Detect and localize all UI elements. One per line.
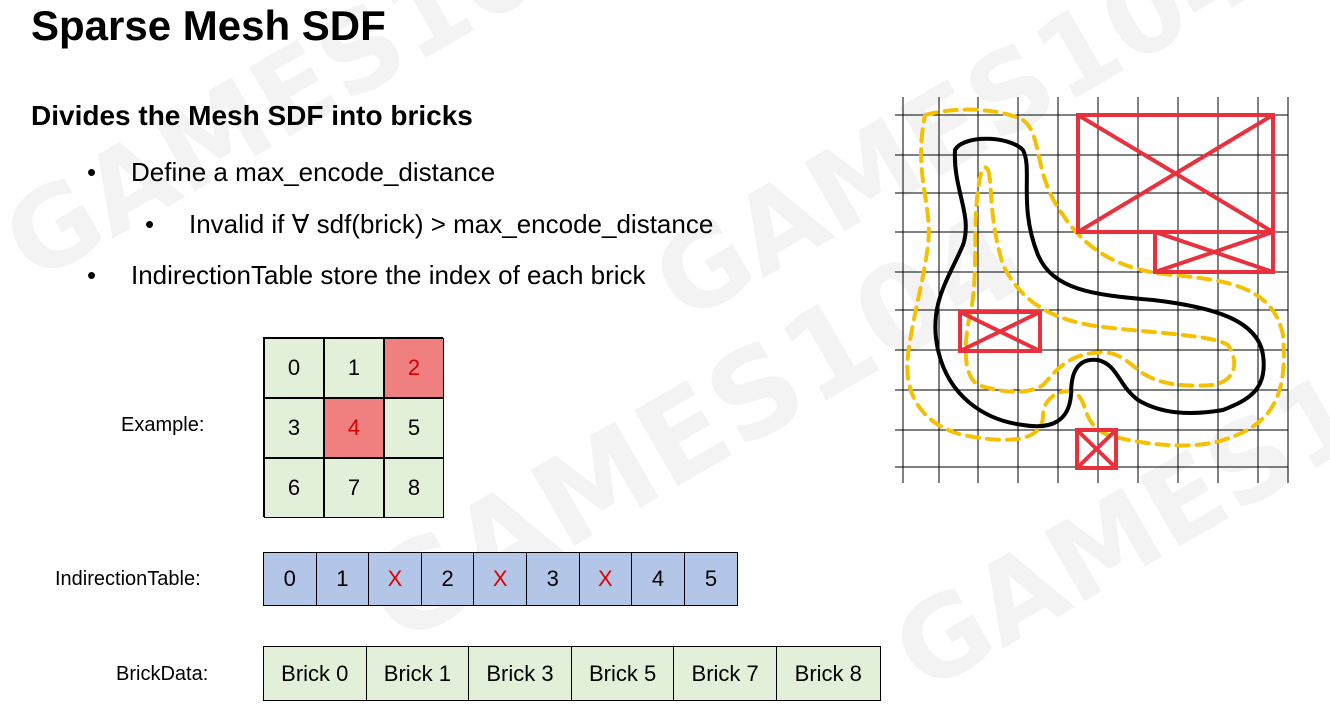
slide-title: Sparse Mesh SDF bbox=[31, 2, 386, 49]
indirection-cell: 2 bbox=[421, 553, 475, 605]
example-cell: 1 bbox=[324, 338, 384, 398]
indirection-cell-invalid: X bbox=[369, 553, 422, 605]
example-label: Example: bbox=[121, 414, 205, 436]
example-cell: 7 bbox=[324, 458, 384, 518]
invalid-brick-box bbox=[958, 310, 1042, 353]
indirection-cell-invalid: X bbox=[474, 553, 527, 605]
brick-data-label: BrickData: bbox=[116, 663, 209, 685]
indirection-cell: 3 bbox=[526, 553, 580, 605]
example-cell: 2 bbox=[384, 338, 444, 398]
indirection-cell: 4 bbox=[632, 553, 685, 605]
brick-cell: Brick 7 bbox=[674, 647, 777, 700]
invalid-brick-box bbox=[1153, 230, 1275, 274]
bullet-marker: • bbox=[87, 157, 97, 187]
bullet-marker: • bbox=[87, 260, 97, 290]
bullet-indirection-table: • IndirectionTable store the index of ea… bbox=[87, 260, 646, 291]
brick-cell: Brick 8 bbox=[776, 647, 880, 700]
example-cell: 6 bbox=[264, 458, 324, 518]
bullet-invalid-condition: • Invalid if ∀ sdf(brick) > max_encode_d… bbox=[145, 209, 714, 240]
brick-cell: Brick 1 bbox=[366, 647, 470, 700]
brick-cell: Brick 5 bbox=[571, 647, 675, 700]
sdf-grid bbox=[895, 97, 1289, 483]
inner-boundary bbox=[963, 165, 1237, 394]
invalid-brick-cross bbox=[1154, 230, 1274, 274]
invalid-brick-cross bbox=[959, 310, 1041, 353]
example-cell: 8 bbox=[384, 458, 444, 518]
bullet-text: Define a max_encode_distance bbox=[131, 157, 496, 187]
outer-boundary bbox=[905, 107, 1286, 448]
example-cell: 3 bbox=[264, 398, 324, 458]
invalid-brick-cross bbox=[1075, 428, 1118, 470]
example-cell: 0 bbox=[264, 338, 324, 398]
invalid-bricks bbox=[958, 113, 1275, 470]
example-cell: 4 bbox=[324, 398, 384, 458]
encode-distance-boundary bbox=[905, 107, 1286, 448]
invalid-brick-cross bbox=[1076, 113, 1275, 234]
bullet-define-max-distance: • Define a max_encode_distance bbox=[87, 157, 496, 188]
bullet-marker: • bbox=[145, 209, 155, 239]
invalid-brick-box bbox=[1075, 428, 1118, 470]
bullet-text: IndirectionTable store the index of each… bbox=[131, 260, 646, 290]
indirection-cell-invalid: X bbox=[579, 553, 633, 605]
indirection-cell: 1 bbox=[316, 553, 370, 605]
slide-subtitle: Divides the Mesh SDF into bricks bbox=[31, 100, 473, 131]
mesh-sdf-illustration bbox=[895, 97, 1289, 483]
indirection-table-label: IndirectionTable: bbox=[55, 568, 201, 590]
mesh-outline bbox=[933, 136, 1266, 429]
indirection-cell: 0 bbox=[264, 553, 317, 605]
indirection-cell: 5 bbox=[684, 553, 738, 605]
brick-cell: Brick 3 bbox=[469, 647, 572, 700]
brick-cell: Brick 0 bbox=[264, 647, 367, 700]
example-cell: 5 bbox=[384, 398, 444, 458]
bullet-text: Invalid if ∀ sdf(brick) > max_encode_dis… bbox=[189, 209, 714, 239]
